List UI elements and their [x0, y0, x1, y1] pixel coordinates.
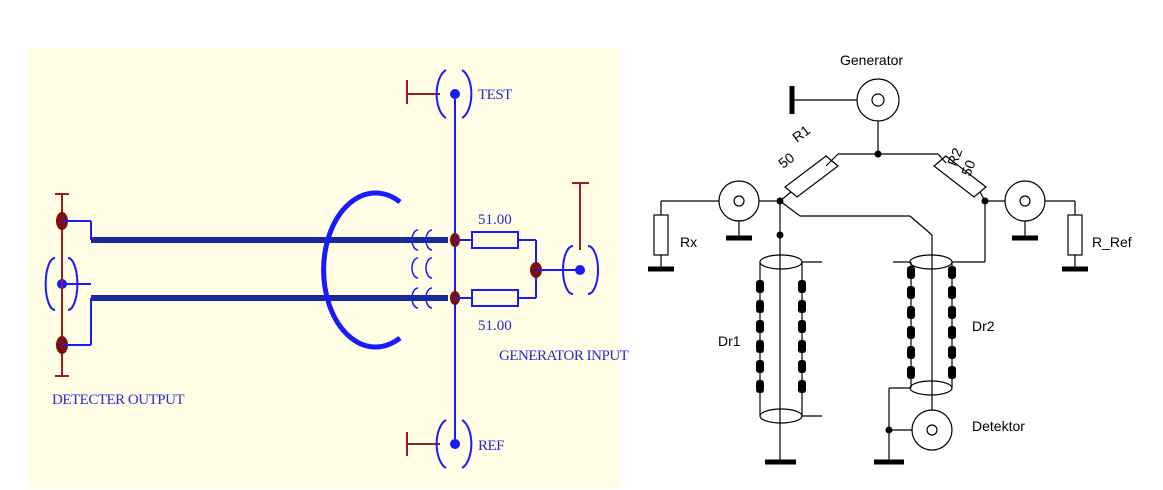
- coupling-coils: [411, 229, 433, 309]
- r1-value-label: 50: [775, 149, 797, 171]
- test-connector: TEST: [406, 69, 513, 119]
- dr1-ferrite-beads: [756, 280, 806, 393]
- resistor-rref: [1067, 214, 1083, 256]
- ferrite-ring: [321, 190, 402, 350]
- rx-label: Rx: [680, 234, 697, 250]
- detector-output-label: DETECTER OUTPUT: [52, 392, 184, 408]
- ref-connector: REF: [406, 419, 505, 469]
- generator-input-label: GENERATOR INPUT: [499, 348, 629, 364]
- resistor-rx: [653, 214, 669, 256]
- r2-value-label: 50: [958, 157, 979, 178]
- test-connector-center: [450, 89, 460, 99]
- ref-connector-center: [450, 439, 460, 449]
- test-label: TEST: [478, 87, 512, 103]
- right-schematic: Generator R1 50 R2 50 Rx: [648, 52, 1132, 465]
- generator-input-connector: GENERATOR INPUT: [499, 182, 629, 364]
- choke-dr1: Dr1: [718, 235, 822, 465]
- resistor-r1: [784, 155, 839, 198]
- resistor-bottom: [471, 289, 519, 307]
- rref-connector: [1004, 180, 1046, 222]
- detektor-connector: [911, 409, 953, 451]
- resistor-r2: [933, 155, 987, 198]
- r1-label: R1: [789, 122, 813, 146]
- generator-input-center: [575, 265, 585, 275]
- detector-output-connector: DETECTER OUTPUT: [44, 193, 185, 408]
- generator-label: Generator: [840, 52, 903, 68]
- r2-label: R2: [944, 145, 966, 168]
- rref-label: R_Ref: [1092, 234, 1132, 250]
- rx-connector: [718, 180, 760, 222]
- detektor-label: Detektor: [972, 418, 1025, 434]
- ref-label: REF: [478, 438, 504, 454]
- dr2-label: Dr2: [972, 318, 995, 334]
- choke-dr2: Dr2: [893, 254, 995, 396]
- resistor-top: [471, 231, 519, 249]
- generator-connector: [856, 78, 900, 122]
- dr2-ferrite-beads: [907, 266, 956, 379]
- resistor-top-label: 51.00: [478, 212, 512, 228]
- dr1-label: Dr1: [718, 333, 741, 349]
- left-schematic: TEST REF DET: [27, 47, 629, 489]
- resistor-bottom-label: 51.00: [478, 318, 512, 334]
